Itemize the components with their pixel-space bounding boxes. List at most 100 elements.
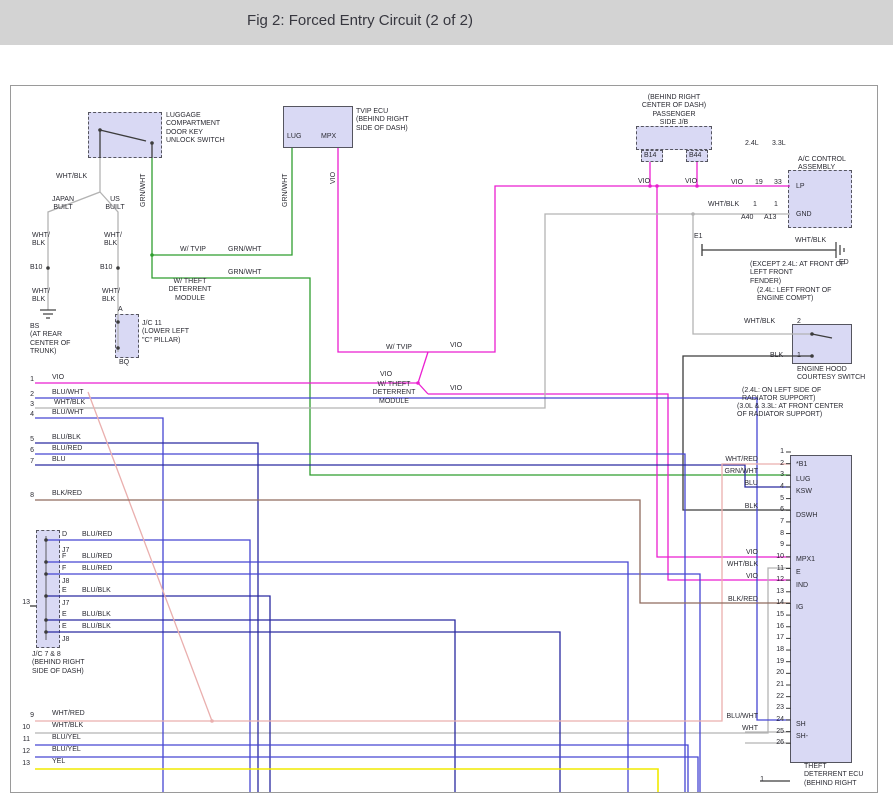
wire-label: W/ TVIP bbox=[180, 246, 206, 253]
wire-label: 3 bbox=[30, 401, 34, 408]
wire-label: W/ THEFT DETERRENT MODULE bbox=[372, 381, 416, 405]
wire-label: 9 bbox=[30, 712, 34, 719]
wire-label: E bbox=[796, 569, 801, 576]
ecu-pin-number: 10 bbox=[776, 552, 784, 560]
ecu-pin-number: 13 bbox=[776, 587, 784, 595]
wire-label: J7 bbox=[62, 600, 70, 607]
wire-label: BLK bbox=[770, 352, 784, 359]
ecu-pin-number: 25 bbox=[776, 727, 784, 735]
wire-label: GRN/WHT bbox=[228, 269, 262, 276]
wire-label: WHT/BLK bbox=[52, 722, 84, 729]
wire-label: VIO bbox=[380, 371, 393, 378]
wire-label: BLU bbox=[744, 480, 758, 487]
jc11-label: J/C 11 (LOWER LEFT "C" PILLAR) bbox=[142, 320, 190, 344]
wire-label: VIO bbox=[450, 342, 463, 349]
wire-label: 8 bbox=[30, 492, 34, 499]
wire-label: MPX bbox=[321, 133, 337, 140]
jb-connector-b44 bbox=[686, 150, 708, 162]
wire-label: F bbox=[62, 565, 67, 572]
wire-label: GRN/WHT bbox=[282, 173, 289, 207]
wire-label: (2.4L: ON LEFT SIDE OF RADIATOR SUPPORT) bbox=[742, 387, 822, 403]
wire-label: 4 bbox=[30, 411, 34, 418]
wire-label: VIO bbox=[52, 374, 65, 381]
jb-connector-b14 bbox=[641, 150, 663, 162]
wire-label: 5 bbox=[30, 436, 34, 443]
wire-label: 6 bbox=[30, 447, 34, 454]
wire-label: WHT/BLK bbox=[56, 173, 88, 180]
wire-label: BLU/YEL bbox=[52, 746, 81, 753]
wire-label: JAPAN BUILT bbox=[51, 196, 75, 212]
ecu-pin-number: 1 bbox=[780, 448, 784, 455]
wire-label: SH- bbox=[796, 733, 809, 740]
wire-label: 7 bbox=[30, 458, 34, 465]
wire-label: VIO bbox=[450, 385, 463, 392]
wire-label: VIO bbox=[638, 178, 651, 185]
ecu-pin-number: 9 bbox=[780, 541, 784, 549]
wire-label: LUG bbox=[796, 476, 811, 483]
ecu-pin-number: 7 bbox=[780, 517, 784, 525]
title-bar: Fig 2: Forced Entry Circuit (2 of 2) bbox=[0, 0, 893, 45]
figure-title: Fig 2: Forced Entry Circuit (2 of 2) bbox=[247, 12, 473, 29]
wire-label: US BUILT bbox=[105, 196, 125, 212]
wire-label: D bbox=[62, 531, 68, 538]
wire-label: BLU/BLK bbox=[82, 587, 111, 594]
wire-label: GND bbox=[796, 211, 812, 218]
wire-label: BLK bbox=[744, 503, 758, 510]
wire-label: 13 bbox=[22, 599, 30, 606]
wire-label: BLU bbox=[52, 456, 66, 463]
wire-label: BLU/RED bbox=[82, 531, 113, 538]
luggage-switch-label: LUGGAGE COMPARTMENT DOOR KEY UNLOCK SWIT… bbox=[166, 112, 225, 144]
wire-label: WHT/BLK bbox=[744, 318, 776, 325]
ecu-pin-number: 23 bbox=[776, 704, 784, 712]
wire-label: A40 bbox=[741, 214, 754, 221]
wire-label: 1 bbox=[30, 376, 34, 383]
ecu-pin-number: 22 bbox=[776, 692, 784, 700]
wire-label: 2.4L bbox=[745, 140, 759, 147]
wire-label: YEL bbox=[52, 758, 66, 765]
tvip-ecu bbox=[283, 106, 353, 148]
ecu-pin-number: 5 bbox=[780, 494, 784, 502]
wire-label: BLU/RED bbox=[82, 553, 113, 560]
wire-label: LUG bbox=[287, 133, 302, 140]
ecu-pin-number: 3 bbox=[780, 471, 784, 479]
jc78-label: J/C 7 & 8 (BEHIND RIGHT SIDE OF DASH) bbox=[32, 651, 85, 675]
wire-label: KSW bbox=[796, 488, 812, 495]
wire-label: WHT/ BLK bbox=[102, 288, 120, 304]
wire-label: WHT/ BLK bbox=[104, 232, 122, 248]
wire-label: BQ bbox=[119, 359, 130, 366]
wire-label: BLK/RED bbox=[52, 490, 82, 497]
tvip-ecu-label: TVIP ECU (BEHIND RIGHT SIDE OF DASH) bbox=[356, 108, 409, 132]
ecu-pin-number: 14 bbox=[776, 599, 784, 607]
wire-label: 11 bbox=[22, 736, 30, 743]
wire-label: VIO bbox=[685, 178, 698, 185]
wire-label: DSWH bbox=[796, 512, 818, 519]
wire-label: WHT/ BLK bbox=[32, 232, 50, 248]
wire-label: BLU/BLK bbox=[52, 434, 81, 441]
wire-label: GRN/WHT bbox=[724, 468, 758, 475]
wire-label: BLU/WHT bbox=[52, 389, 84, 396]
wire-label: WHT/ BLK bbox=[32, 288, 50, 304]
ecu-pin-number: 19 bbox=[776, 657, 784, 665]
wire-label: (3.0L & 3.3L: AT FRONT CENTER OF RADIATO… bbox=[737, 403, 844, 419]
ecu-pin-number: 26 bbox=[776, 739, 784, 747]
wire-label: A13 bbox=[764, 214, 777, 221]
wire-label: WHT/RED bbox=[52, 710, 85, 717]
wire-label: J7 bbox=[62, 547, 70, 554]
wire-label: BLU/BLK bbox=[82, 623, 111, 630]
wire-label: B10 bbox=[30, 264, 43, 271]
wire-label: *B1 bbox=[796, 461, 808, 468]
ecu-pin-number: 20 bbox=[776, 669, 784, 677]
wire-label: GRN/WHT bbox=[228, 246, 262, 253]
ecu-pin-number: 17 bbox=[776, 634, 784, 642]
wire-label: 13 bbox=[22, 760, 30, 767]
wire-label: W/ TVIP bbox=[386, 344, 412, 351]
wire-label: IG bbox=[796, 604, 804, 611]
wire-label: J8 bbox=[62, 636, 70, 643]
wire-label: WHT/BLK bbox=[795, 237, 827, 244]
wire-label: 1 bbox=[774, 201, 778, 208]
wire-label: GRN/WHT bbox=[140, 173, 147, 207]
ecu-pin-number: 8 bbox=[780, 529, 784, 537]
wire-label: WHT/RED bbox=[725, 456, 758, 463]
wire-label: BLK/RED bbox=[728, 596, 758, 603]
